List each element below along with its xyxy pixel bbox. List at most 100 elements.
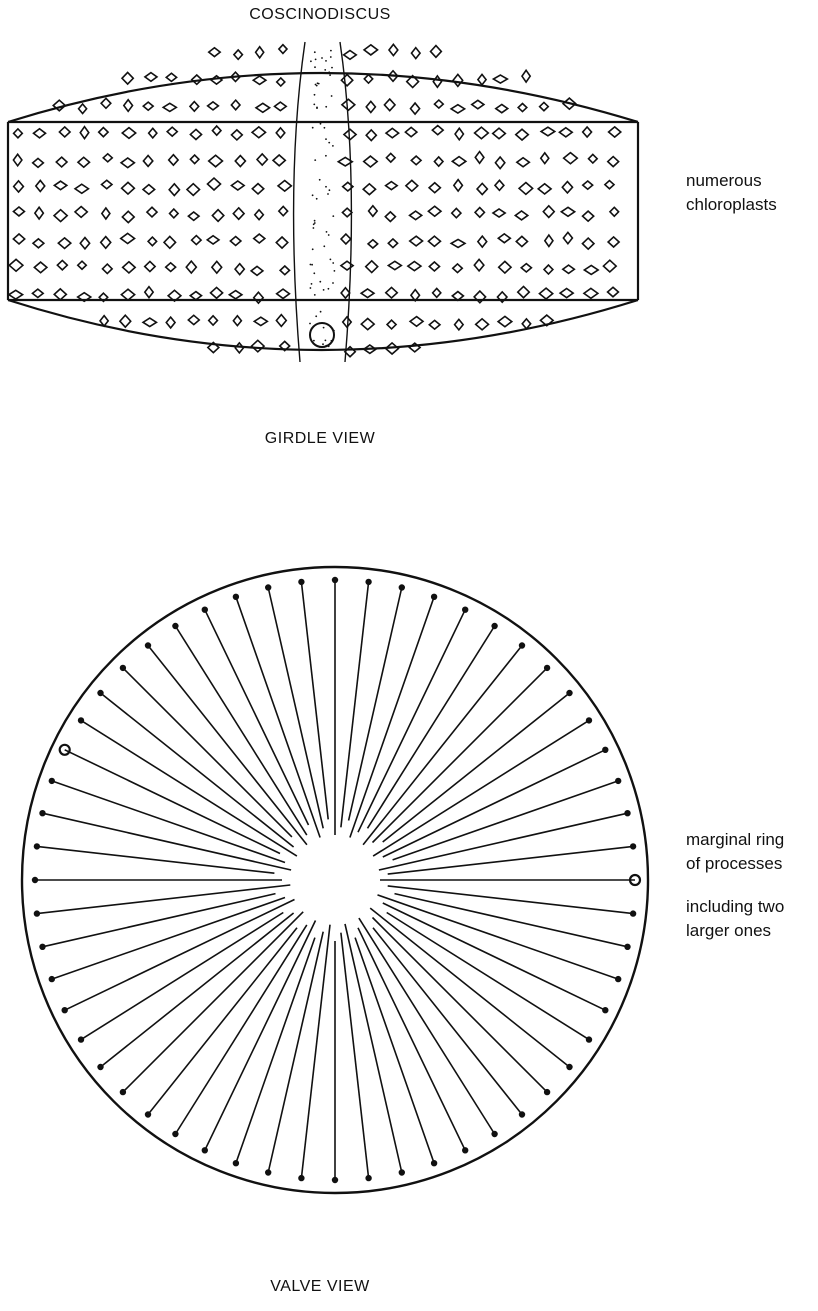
chloroplast: [564, 153, 578, 164]
chloroplast: [207, 236, 219, 244]
chloroplast: [455, 128, 463, 140]
chloroplast: [122, 72, 133, 84]
chloroplast: [279, 206, 288, 215]
cytoplasm-dot: [327, 324, 329, 326]
cytoplasm-dot: [324, 127, 326, 129]
chloroplast: [169, 155, 178, 166]
cytoplasm-dot: [314, 294, 316, 296]
chloroplast: [209, 48, 220, 57]
chloroplast: [277, 78, 285, 86]
chloroplast: [499, 261, 511, 273]
girdle-view-drawing: [0, 30, 640, 380]
chloroplast: [209, 316, 218, 325]
chloroplast: [35, 207, 43, 219]
process-ray: [373, 720, 589, 856]
chloroplast: [79, 104, 87, 113]
chloroplast: [562, 182, 572, 193]
process-ray: [175, 925, 306, 1134]
chloroplast: [190, 292, 201, 300]
chloroplast: [609, 127, 621, 137]
cytoplasm-dot: [310, 60, 312, 62]
chloroplast: [605, 181, 614, 189]
chloroplast: [103, 154, 112, 162]
chloroplast: [608, 237, 619, 247]
chloroplast: [516, 236, 527, 246]
chloroplast: [212, 126, 221, 135]
chloroplast: [341, 234, 351, 244]
chloroplast: [102, 208, 110, 219]
chloroplast: [411, 156, 421, 165]
chloroplast: [13, 207, 24, 216]
chloroplast: [429, 262, 439, 271]
chloroplast: [453, 74, 463, 86]
chloroplast: [208, 102, 219, 110]
process-dot: [98, 1065, 103, 1070]
cytoplasm-dot: [323, 289, 325, 291]
chloroplast: [231, 100, 240, 110]
chloroplast: [277, 289, 290, 298]
chloroplast: [33, 158, 44, 167]
chloroplast: [234, 50, 243, 59]
cytoplasm-dot: [325, 345, 327, 347]
cytoplasm-dot: [325, 155, 327, 157]
chloroplast: [410, 236, 423, 246]
chloroplast: [252, 340, 264, 351]
chloroplast: [406, 180, 418, 191]
chloroplast: [188, 315, 199, 324]
chloroplast: [386, 153, 395, 162]
process-dot: [79, 1037, 84, 1042]
chloroplast: [428, 206, 441, 216]
chloroplast: [388, 261, 401, 269]
chloroplast: [366, 261, 378, 273]
process-dot: [567, 691, 572, 696]
process-dot: [520, 1112, 525, 1117]
chloroplast: [188, 212, 199, 220]
cytoplasm-dot: [330, 50, 332, 52]
chloroplast: [251, 266, 263, 275]
chloroplast: [120, 315, 131, 327]
process-ray: [148, 928, 297, 1115]
process-dot: [33, 878, 38, 883]
chloroplast: [344, 50, 357, 59]
girdle-view-caption: GIRDLE VIEW: [0, 428, 640, 450]
chloroplast: [121, 158, 134, 168]
chloroplast: [364, 75, 372, 83]
chloroplast: [13, 154, 21, 166]
chloroplast: [583, 211, 594, 221]
process-dot: [266, 1170, 271, 1175]
process-dot: [631, 844, 636, 849]
chloroplast: [143, 318, 156, 326]
chloroplast: [610, 207, 619, 216]
process-ray: [370, 908, 569, 1067]
chloroplast: [342, 208, 351, 217]
process-dot: [399, 1170, 404, 1175]
chloroplast: [563, 265, 575, 273]
chloroplast: [36, 180, 45, 191]
process-dot: [49, 977, 54, 982]
cytoplasm-dot: [325, 138, 327, 140]
valve-view-caption: VALVE VIEW: [0, 1276, 640, 1298]
chloroplast: [361, 318, 374, 329]
chloroplast: [166, 317, 175, 328]
process-dot: [616, 779, 621, 784]
chloroplast: [276, 315, 286, 327]
chloroplast: [408, 262, 421, 271]
process-ray: [301, 582, 328, 820]
cytoplasm-dot: [312, 248, 314, 250]
chloroplast-annotation-line2: chloroplasts: [686, 194, 777, 216]
chloroplast: [231, 130, 242, 140]
cytoplasm-dot: [325, 186, 327, 188]
process-ray: [358, 610, 465, 833]
chloroplast: [57, 260, 67, 269]
chloroplast: [9, 290, 23, 299]
nucleus: [310, 323, 334, 347]
chloroplast: [385, 212, 395, 222]
chloroplast: [515, 211, 527, 220]
processes-annotation-line1: marginal ring: [686, 829, 784, 851]
chloroplast: [257, 154, 267, 165]
chloroplast: [453, 264, 462, 273]
chloroplasts: [9, 44, 621, 356]
chloroplast: [121, 289, 134, 300]
chloroplast: [538, 184, 551, 194]
process-dot: [366, 580, 371, 585]
